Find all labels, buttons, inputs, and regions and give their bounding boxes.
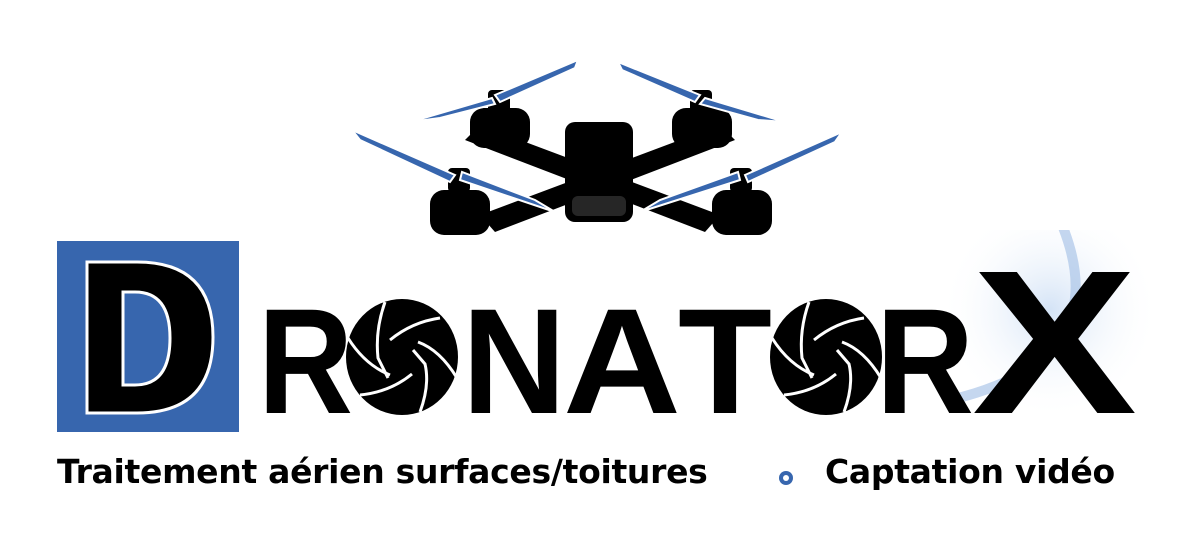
svg-text:R: R — [876, 277, 974, 445]
water-splash — [940, 230, 1160, 420]
svg-text:N: N — [462, 277, 566, 445]
shutter-o-2 — [770, 299, 883, 415]
logo-letter-d — [85, 260, 215, 415]
bullet-icon — [779, 471, 793, 485]
drone-icon — [351, 58, 845, 235]
shutter-o-1 — [346, 299, 459, 415]
svg-text:T: T — [678, 277, 772, 445]
svg-text:A: A — [563, 277, 681, 445]
tagline-video: Captation vidéo — [825, 452, 1115, 491]
svg-text:R: R — [258, 277, 353, 445]
svg-text:X: X — [972, 230, 1137, 450]
logo-wordmark: R N A T R X — [57, 230, 1160, 450]
tagline-services: Traitement aérien surfaces/toitures — [57, 452, 708, 491]
